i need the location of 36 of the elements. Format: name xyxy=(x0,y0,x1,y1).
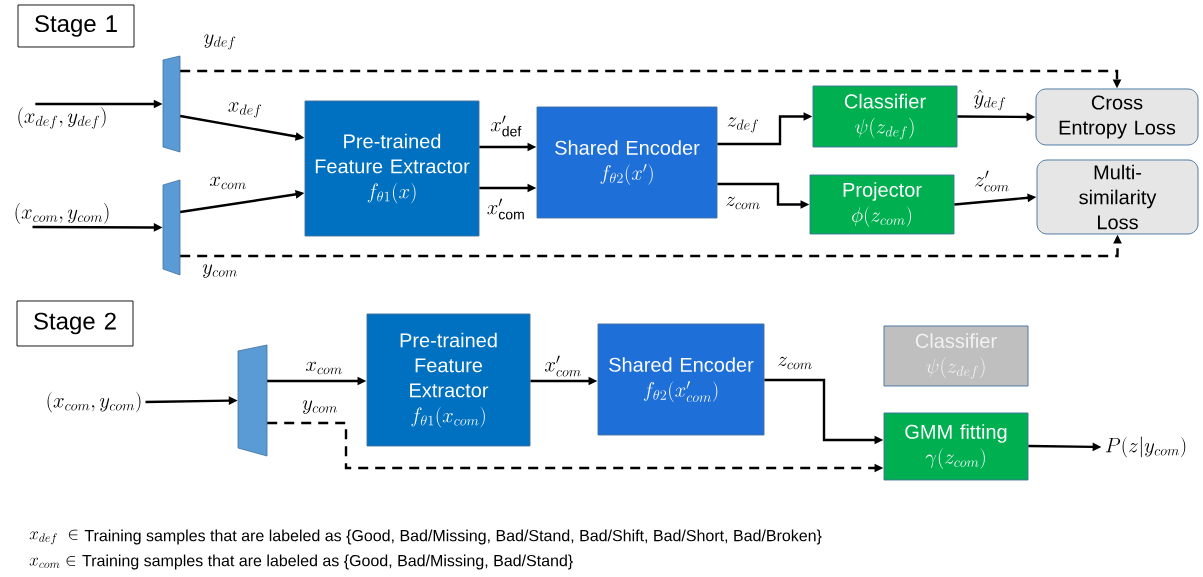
edge-label: $x_{com}$ xyxy=(304,360,344,375)
stage-label-box: Stage 2 xyxy=(16,300,134,347)
edge-label: $y_{def}$ xyxy=(202,33,238,51)
process-box: Shared Encoder $f_{\theta 2}(x')$ xyxy=(536,106,718,219)
edge-label: $y_{com}$ xyxy=(301,399,339,415)
edge-label: $z_{com}$ xyxy=(776,355,814,370)
edge-label: $z'_{com}$ xyxy=(973,169,1011,193)
edge-label: $x_{def}$ xyxy=(226,101,264,119)
edge-label: $\hat{y}_{def}$ xyxy=(972,88,1008,112)
note-symbol: $x_{com} \in$ xyxy=(29,556,76,569)
edge-label: $x'_{\mathrm{def}}$ xyxy=(489,114,523,138)
splitter-trapezoid xyxy=(237,344,268,457)
edge-label: $x'_{\mathrm{com}}$ xyxy=(485,197,527,221)
edge-label: $z_{com}$ xyxy=(724,195,762,210)
edge-label: $z_{def}$ xyxy=(725,116,761,134)
note-text: Training samples that are labeled as {Good, Bad/Missing, Bad/Stand} xyxy=(82,554,573,570)
process-box: GMM fitting $\gamma(z_{com})$ xyxy=(883,412,1029,481)
process-box: Shared Encoder $f_{\theta 2}(x'_{com})$ xyxy=(597,323,765,436)
edge-label: $x_{com}$ xyxy=(208,175,248,190)
loss-box: Cross Entropy Loss xyxy=(1035,88,1199,146)
process-box: Pre-trained Feature Extractor $f_{\theta 1}(x)$ xyxy=(304,100,480,237)
edge-label: $y_{com}$ xyxy=(201,263,239,279)
splitter-trapezoid xyxy=(162,179,181,276)
output-label: $P(z|y_{com})$ xyxy=(1105,436,1186,458)
input-label: $(x_{com},y_{com})$ xyxy=(47,391,141,413)
splitter-trapezoid xyxy=(162,55,181,153)
process-box: Pre-trained Feature Extractor $f_{\theta 1}(x_{com})$ xyxy=(366,313,531,447)
note-text: Training samples that are labeled as {Good, Bad/Missing, Bad/Stand, Bad/Shift, Bad/Short, Bad/Broken} xyxy=(84,529,822,545)
process-box: Projector $\phi(z_{com})$ xyxy=(809,174,955,235)
stage-label-box: Stage 1 xyxy=(17,4,135,48)
edge-label: $x'_{com}$ xyxy=(543,354,583,378)
loss-box: Multi-similarity Loss xyxy=(1036,159,1199,235)
note-symbol: $x_{def}\ \in$ xyxy=(29,529,78,545)
process-box: Classifier $\psi(z_{def})$ xyxy=(812,85,958,148)
input-label: $(x_{com},y_{com})$ xyxy=(15,203,109,224)
input-label: $(x_{def},y_{def})$ xyxy=(18,107,106,129)
